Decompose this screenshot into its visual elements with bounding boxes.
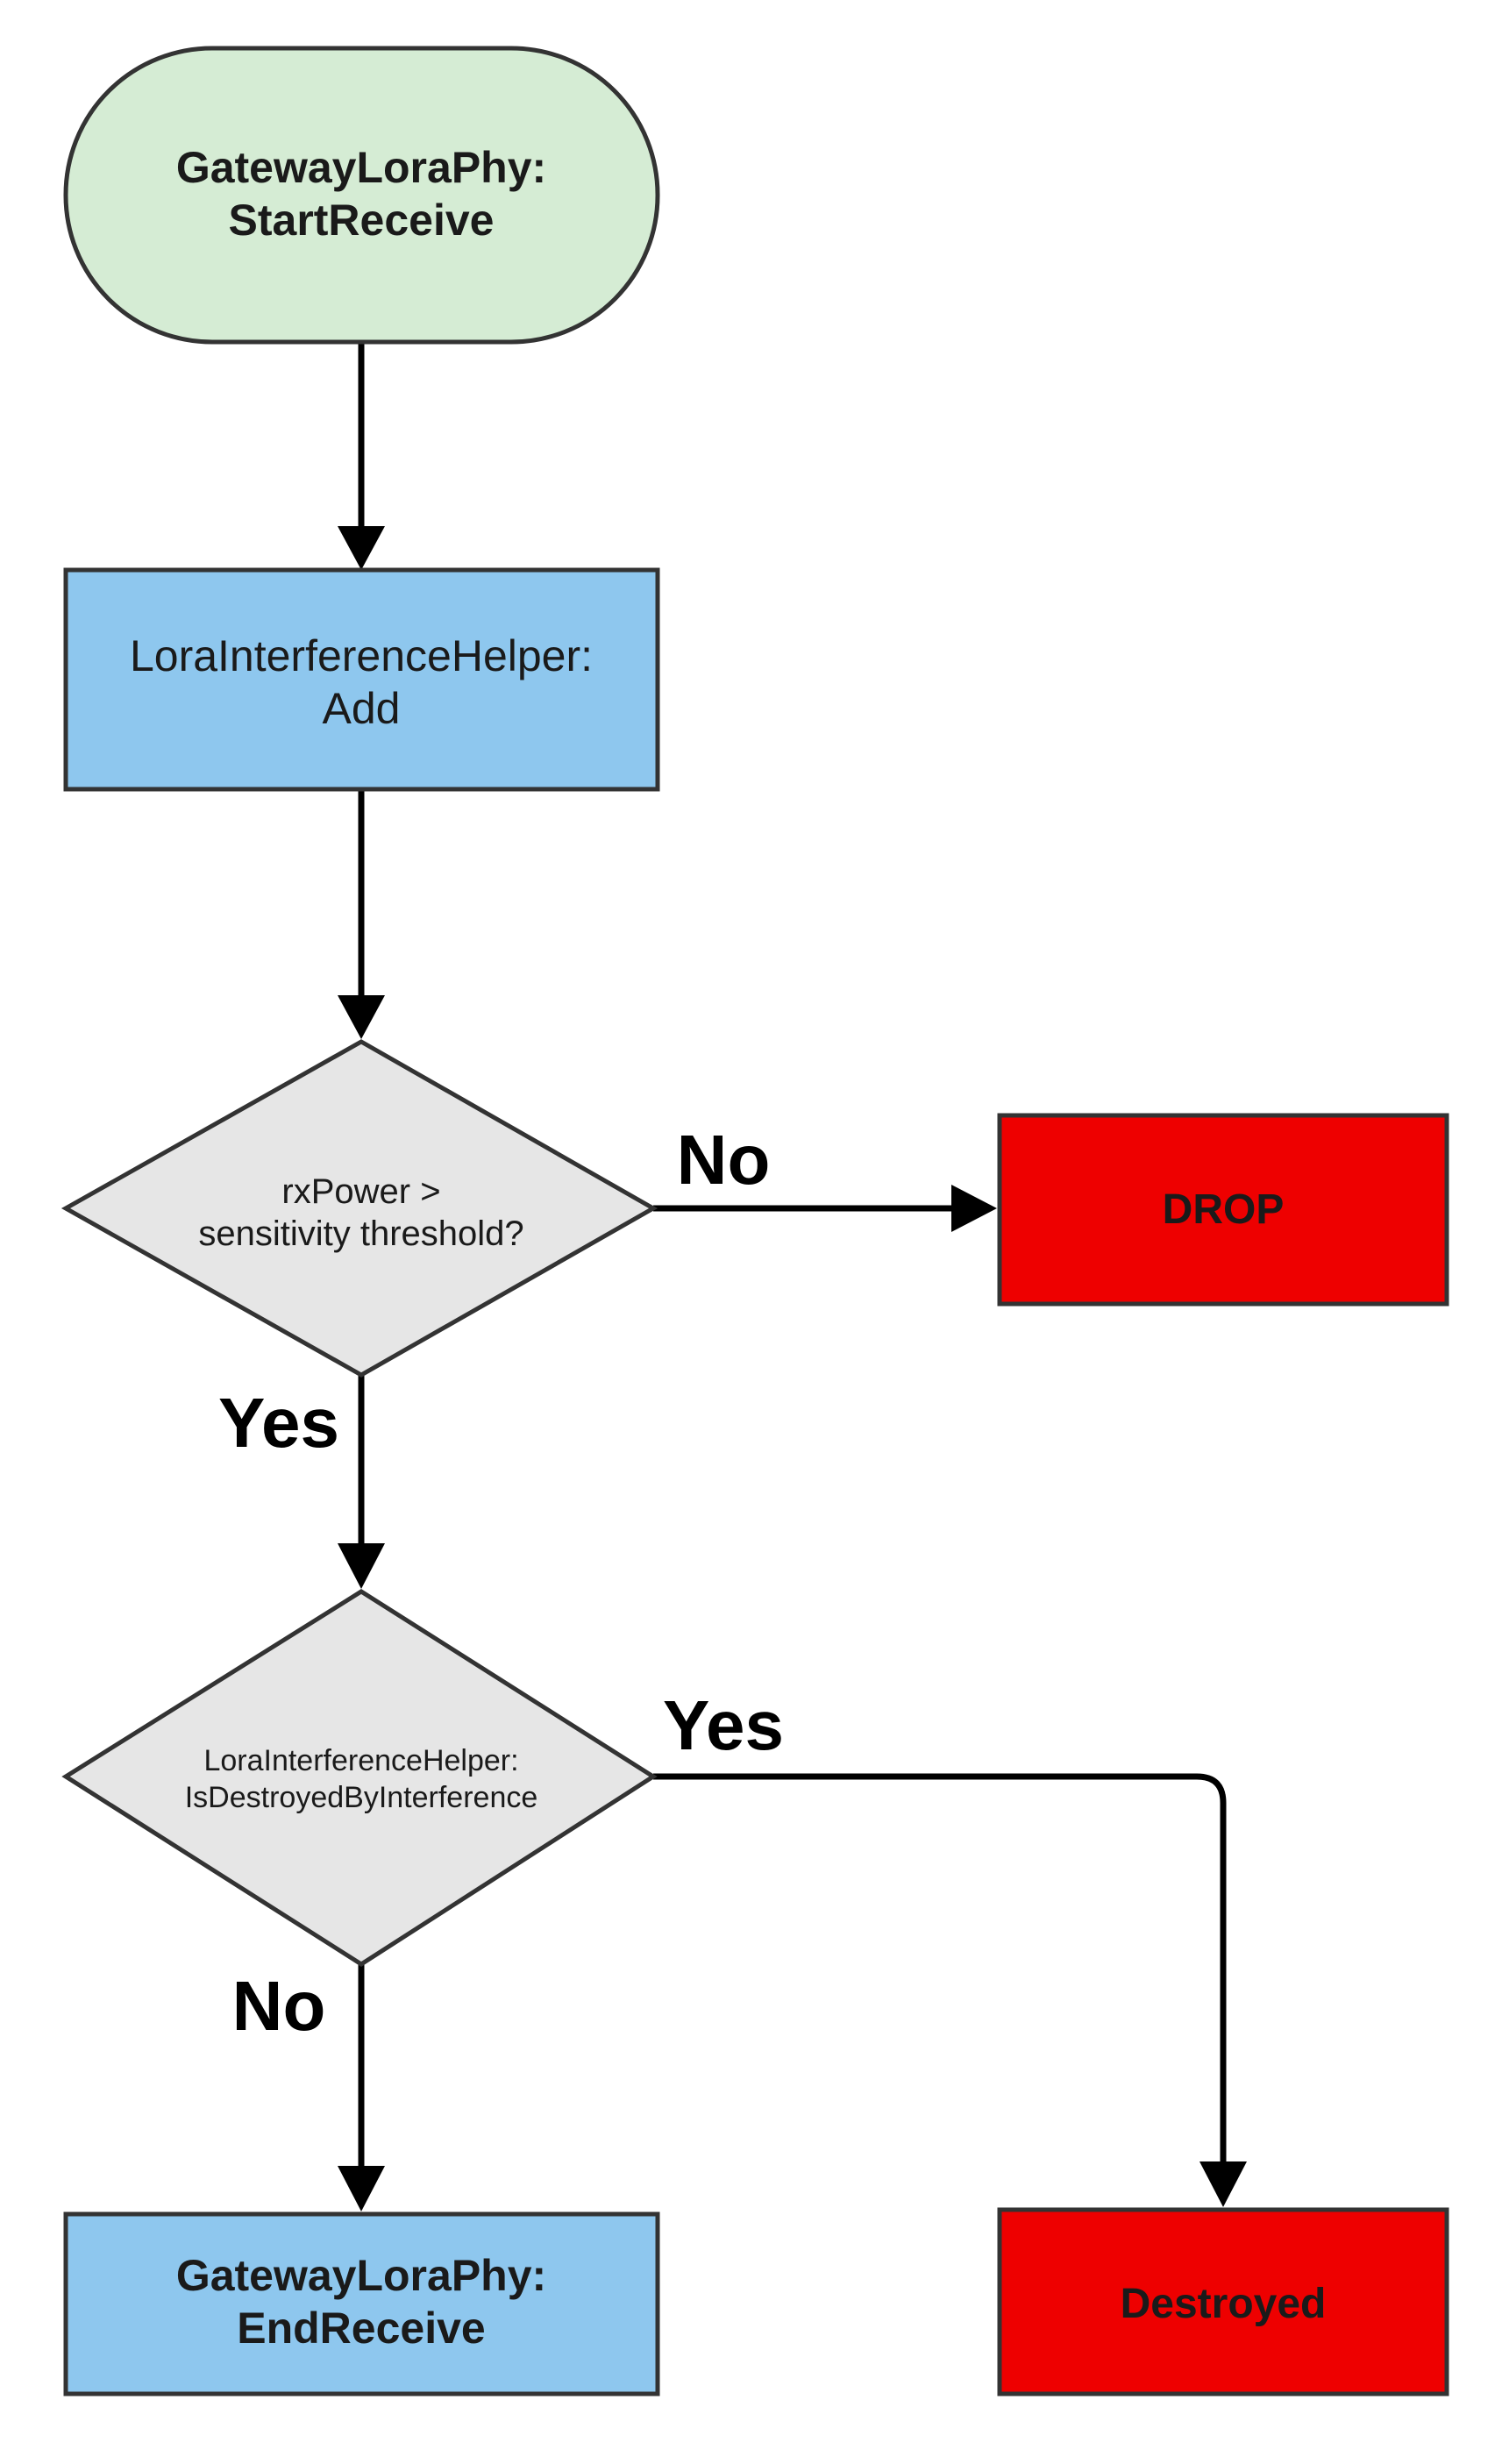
end-receive-node: GatewayLoraPhy: EndReceive [63,2211,660,2396]
add-node-line1: LoraInterferenceHelper: [130,631,593,680]
start-node-shape [63,46,660,345]
sensitivity-decision-line1: rxPower > [281,1172,440,1211]
arrowhead-add-to-sensitivity [338,995,385,1039]
destroyed-node: Destroyed [997,2207,1449,2396]
end-receive-node-line2: EndReceive [237,2304,485,2353]
destroyed-node-shape [997,2207,1449,2396]
start-node: GatewayLoraPhy: StartReceive [63,46,660,345]
destroyed-node-label: Destroyed [1121,2281,1327,2327]
drop-node-label: DROP [1163,1186,1285,1233]
interference-decision-shape [61,1589,658,1967]
start-node-line1: GatewayLoraPhy: [176,143,546,192]
add-node-line2: Add [323,684,401,733]
interference-decision-line2: IsDestroyedByInterference [185,1781,538,1814]
end-receive-node-line1: GatewayLoraPhy: [176,2251,546,2300]
sensitivity-decision-shape [61,1039,658,1378]
arrowhead-sensitivity-to-interference [338,1543,385,1589]
end-receive-node-shape [63,2211,660,2396]
drop-node: DROP [997,1113,1449,1307]
arrowhead-sensitivity-to-drop [951,1185,997,1232]
edge-label-interference-yes: Yes [663,1686,784,1764]
edge-label-sensitivity-no: No [677,1121,771,1199]
add-node-shape [63,567,660,792]
edges [338,342,1247,2211]
add-node: LoraInterferenceHelper: Add [63,567,660,792]
interference-decision-line1: LoraInterferenceHelper: [203,1744,518,1777]
arrowhead-start-to-add [338,526,385,570]
start-node-line2: StartReceive [229,196,495,245]
arrowhead-interference-to-end-receive [338,2166,385,2211]
sensitivity-decision: rxPower > sensitivity threshold? [61,1039,658,1378]
edge-interference-to-destroyed [653,1773,1227,2166]
sensitivity-decision-line2: sensitivity threshold? [198,1214,523,1253]
arrowhead-interference-to-destroyed [1199,2161,1247,2207]
nodes: GatewayLoraPhy: StartReceive LoraInterfe… [61,46,1449,2396]
interference-decision: LoraInterferenceHelper: IsDestroyedByInt… [61,1589,658,1967]
edge-labels: No Yes Yes No [218,1121,784,2045]
edge-label-interference-no: No [232,1967,326,2045]
edge-label-sensitivity-yes: Yes [218,1384,339,1462]
drop-node-shape [997,1113,1449,1307]
